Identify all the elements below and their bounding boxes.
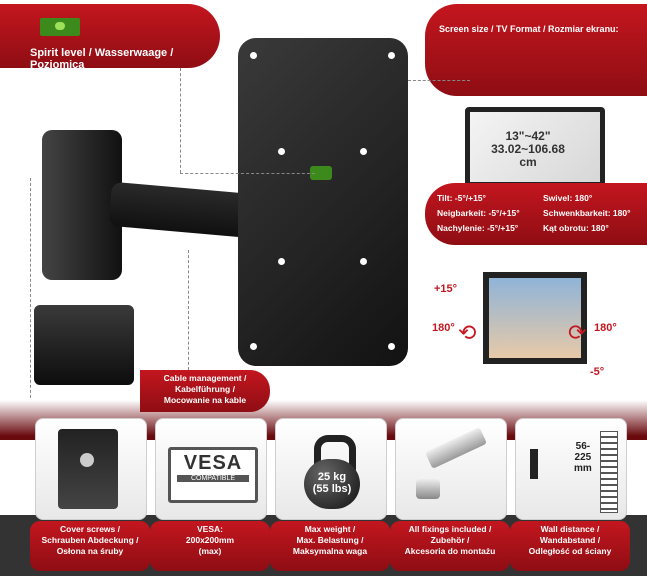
caption-wall-distance: Wall distance / Wandabstand / Odległość …: [510, 521, 630, 571]
swivel-right-label: 180°: [594, 322, 617, 334]
kettlebell-icon: 25 kg (55 lbs): [304, 435, 360, 509]
wall-distance-dim1: 56-: [575, 441, 591, 452]
feature-card-fixings: [395, 418, 507, 520]
tilt-en: Tilt: -5°/+15°: [437, 193, 486, 203]
feature-card-max-weight: 25 kg (55 lbs): [275, 418, 387, 520]
tilted-tv-image: [483, 272, 587, 364]
spirit-level-bubble-icon: [310, 166, 332, 180]
cover-screws-icon: [58, 429, 118, 509]
swivel-left-label: 180°: [432, 322, 455, 334]
wall-plate-image: [42, 130, 122, 280]
spirit-level-label: Spirit level / Wasserwaage / Poziomica: [30, 47, 174, 71]
feature-card-cover-screws: [35, 418, 147, 520]
bolt-nut-icon: [425, 427, 487, 469]
wall-distance-icon: [530, 449, 538, 479]
nut-icon: [416, 479, 440, 499]
cable-management-line1: Cable management /: [163, 373, 247, 383]
wall-distance-dim2: 225: [574, 452, 592, 463]
tilt-de: Neigbarkeit: -5°/+15°: [437, 208, 520, 218]
rotate-right-arrow-icon: ⟳: [568, 320, 587, 345]
brick-wall-icon: [600, 431, 618, 513]
vesa-icon: VESA COMPATIBLE: [168, 447, 258, 503]
swivel-de: Schwenkbarkeit: 180°: [543, 208, 631, 218]
rotate-left-arrow-icon: ⟲: [458, 320, 477, 345]
swivel-pl: Kąt obrotu: 180°: [543, 223, 609, 233]
wall-distance-dim3: mm: [574, 463, 592, 474]
cable-clip-image: [34, 305, 134, 385]
tilt-up-label: +15°: [434, 283, 458, 295]
vesa-logo-text: VESA: [183, 452, 243, 474]
tv-icon: 13"~42" 33.02~106.68 cm: [465, 107, 605, 187]
swivel-diagram: [475, 262, 587, 372]
caption-vesa: VESA: 200x200mm (max): [150, 521, 270, 571]
weight-kg: 25 kg: [317, 471, 347, 483]
spirit-level-icon: [40, 18, 80, 36]
feature-card-vesa: VESA COMPATIBLE: [155, 418, 267, 520]
vesa-plate-image: [238, 38, 408, 366]
screen-size-header: Screen size / TV Format / Rozmiar ekranu…: [439, 24, 619, 34]
caption-fixings: All fixings included / Zubehör / Akcesor…: [390, 521, 510, 571]
tilt-swivel-tag: Tilt: -5°/+15° Neigbarkeit: -5°/+15° Nac…: [425, 183, 647, 245]
swivel-en: Swivel: 180°: [543, 193, 593, 203]
weight-lbs: (55 lbs): [312, 483, 352, 495]
mount-arm-image: [108, 181, 257, 239]
cable-management-line3: Mocowanie na kable: [163, 395, 247, 405]
spirit-level-tag: Spirit level / Wasserwaage / Poziomica: [0, 4, 220, 71]
tilt-pl: Nachylenie: -5°/+15°: [437, 223, 519, 233]
feature-card-wall-distance: 56- 225 mm: [515, 418, 627, 520]
caption-cover-screws: Cover screws / Schrauben Abdeckung / Osł…: [30, 521, 150, 571]
tv-illustration: 13"~42" 33.02~106.68 cm: [425, 52, 647, 194]
screen-size-cm: 33.02~106.68 cm: [491, 142, 565, 169]
tilt-down-label: -5°: [590, 366, 605, 378]
cable-management-line2: Kabelführung /: [175, 384, 235, 394]
cable-management-tag: Cable management / Kabelführung / Mocowa…: [140, 370, 270, 412]
vesa-compatible-text: COMPATIBLE: [177, 475, 249, 482]
caption-max-weight: Max weight / Max. Belastung / Maksymalna…: [270, 521, 390, 571]
screen-size-inches: 13"~42": [505, 129, 551, 143]
